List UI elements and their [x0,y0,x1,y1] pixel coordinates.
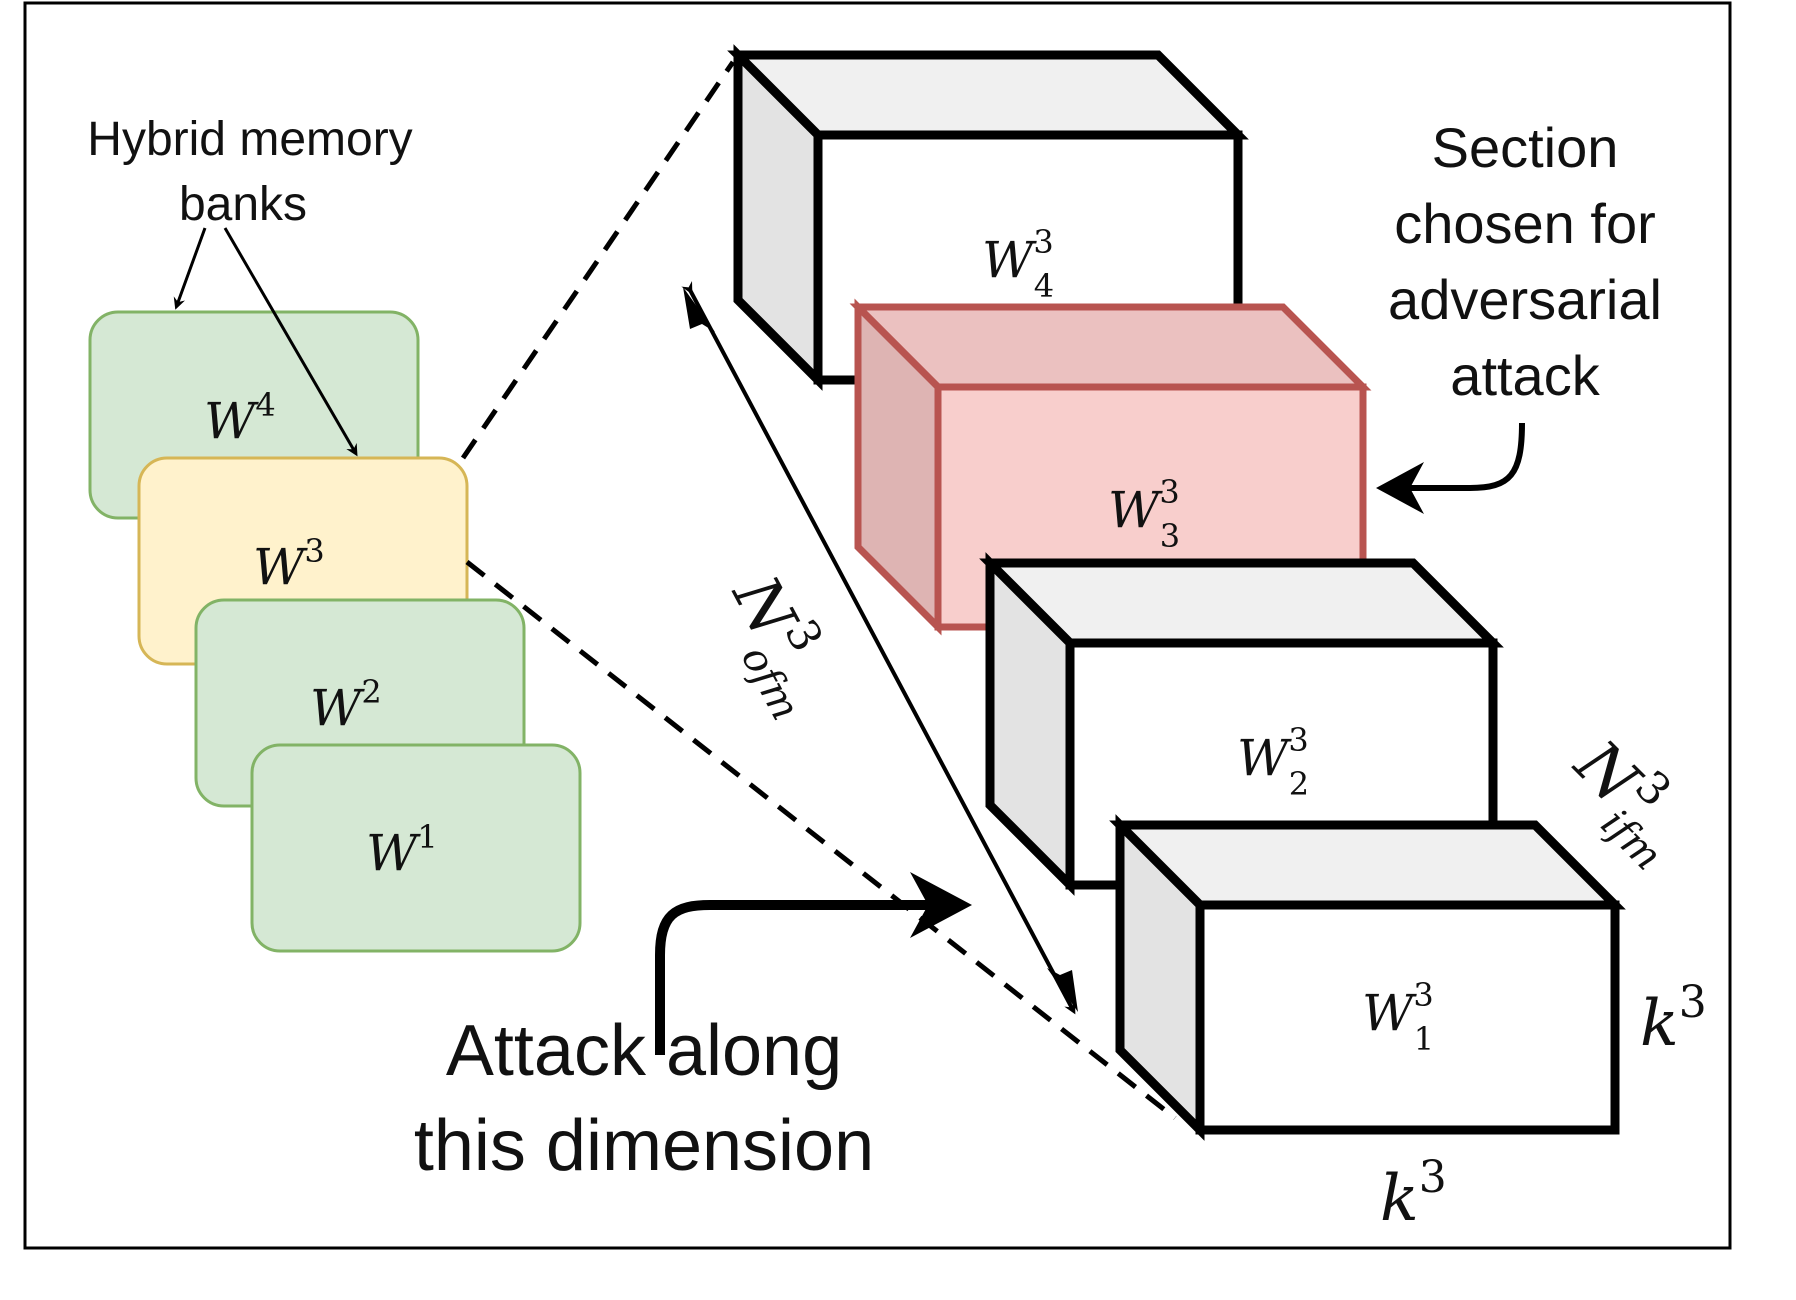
weight-block-w1-front [1195,900,1620,1135]
memory-bank-w3-label: W3 [253,532,325,596]
memory-bank-w1-base: W [366,824,421,882]
k-bottom-label: k3 [1380,1152,1447,1236]
memory-bank-w1-sup: 1 [417,818,437,856]
weight-block-w3-sub: 3 [1160,517,1180,555]
weight-block-w3-base: W [1108,481,1163,539]
k-right-base: k [1640,987,1679,1061]
ofm-arrowhead-bottom [1047,968,1078,1012]
memory-bank-w1-box [250,743,582,953]
section-label-line1: Section [1432,116,1619,179]
weight-block-w4-top [727,50,1249,140]
section-pointer-arrow [1400,422,1525,491]
memory-bank-w2-label: W2 [310,673,382,737]
section-label-line2: chosen for [1394,192,1656,255]
weight-block-w3-label: W3 3 [1108,473,1180,555]
ofm-arrowhead-top [683,287,715,332]
weight-block-w3-sup: 3 [1159,473,1179,511]
memory-bank-w4-base: W [204,392,259,450]
ofm-dimension-arrow [681,281,1076,1015]
weight-block-w3-top [849,303,1372,391]
hybrid-memory-arrow-to-w3 [223,227,358,457]
weight-block-w4-sup: 3 [1033,223,1053,261]
memory-bank-w3-base: W [253,538,308,596]
memory-bank-w1-label: W1 [366,818,438,882]
weight-block-w1-label: W3 1 [1362,976,1434,1058]
weight-block-w4-base: W [982,231,1037,289]
weight-block-w1-base: W [1362,984,1417,1042]
weight-block-w1-sub: 1 [1414,1020,1434,1058]
weight-block-w2-label: W3 2 [1237,721,1309,803]
projection-dashed-line-top [460,60,736,460]
k-bottom-base: k [1380,1162,1419,1236]
memory-bank-w1: W1 [250,743,582,953]
weight-block-w2-base: W [1237,729,1292,787]
memory-bank-w4-sup: 4 [255,386,275,424]
weight-block-w4-sub: 4 [1034,267,1054,305]
hybrid-memory-arrow-to-w4 [173,227,207,310]
section-pointer-arrowhead [1376,462,1424,514]
attack-label-line2: this dimension [414,1106,874,1186]
attack-direction-arrowhead [910,872,972,938]
memory-bank-w4-label: W4 [204,386,276,450]
weight-block-w2-sub: 2 [1289,765,1309,803]
memory-bank-w3-sup: 3 [304,532,324,570]
hybrid-memory-label-line2: banks [179,178,307,231]
memory-bank-w2-sup: 2 [361,673,381,711]
section-label-line3: adversarial [1388,268,1662,331]
k-right-label: k3 [1640,977,1707,1061]
k-bottom-sup: 3 [1419,1152,1447,1203]
weight-block-w2-sup: 3 [1288,721,1308,759]
section-label-line4: attack [1450,344,1600,407]
memory-bank-w2-base: W [310,679,365,737]
weight-block-w1-sup: 3 [1413,976,1433,1014]
attack-direction-arrow [655,900,930,1055]
weight-block-w1: W3 1 [1109,814,1626,1141]
k-right-sup: 3 [1679,977,1707,1028]
hybrid-memory-label-line1: Hybrid memory [87,113,412,166]
weight-block-w2-top [979,558,1504,648]
attack-label-line1: Attack along [446,1011,842,1091]
